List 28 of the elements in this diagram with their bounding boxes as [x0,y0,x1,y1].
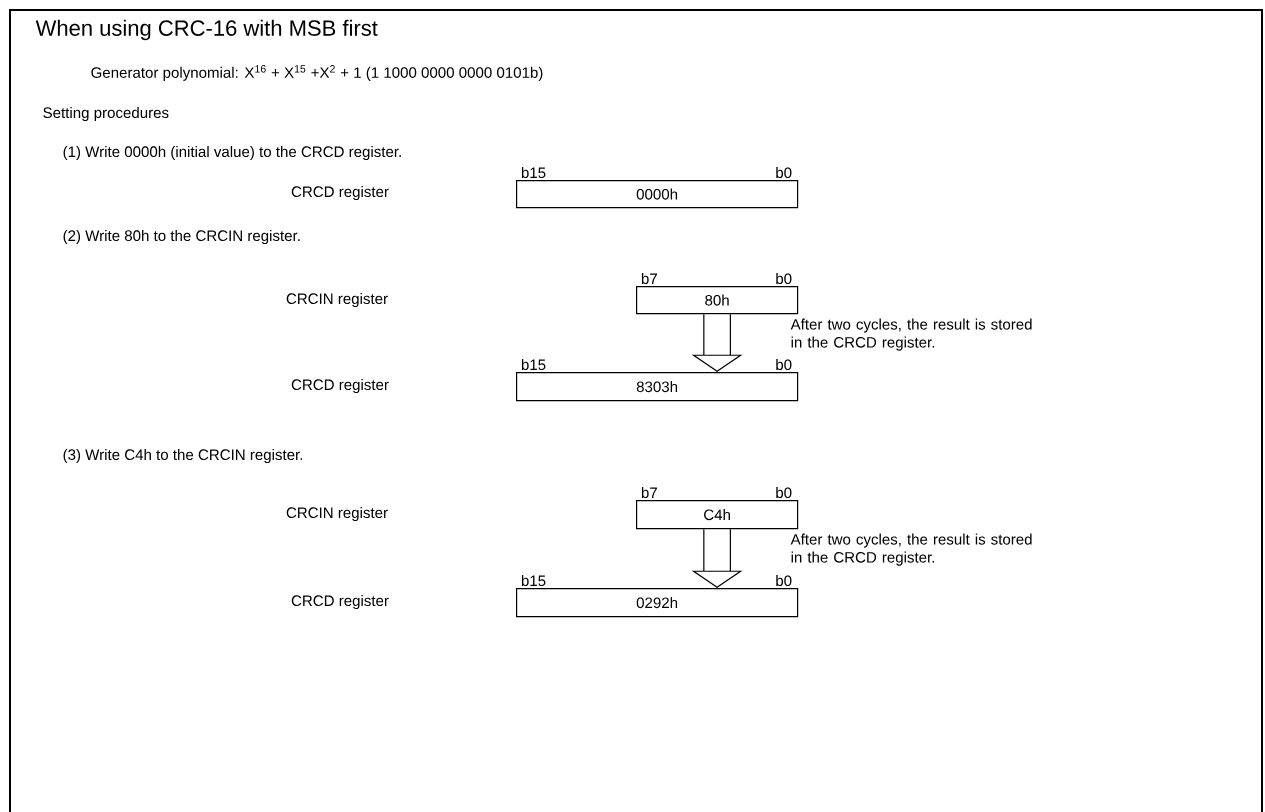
formula-text: Generator polynomial: X$^{16}$ + X$^{15}$ +X$^{2}$ + 1 (1 1000 0000 0000 0101b) [91,65,543,81]
bit-label: b15 [521,575,546,587]
register-box: 0000h [516,180,799,209]
step-text: (3) Write C4h to the CRCIN register. [63,448,303,463]
bit-label: b0 [776,359,792,371]
bit-label: b15 [521,359,546,371]
bit-label: b0 [776,575,792,587]
step-text: (2) Write 80h to the CRCIN register. [63,229,300,244]
heading: Setting procedures [43,106,169,121]
bit-label: b0 [776,487,792,499]
register-name: CRCIN register [286,506,388,521]
bit-label: b7 [641,273,657,285]
register-box: 8303h [516,372,799,402]
register-name: CRCD register [291,378,389,393]
title: When using CRC-16 with MSB first [35,19,378,41]
register-name: CRCD register [291,594,389,609]
edge-label: After two cycles, the result is stored in the CRCD register. [790,318,1032,351]
register-name: CRCIN register [286,292,388,307]
edge-label: After two cycles, the result is stored in the CRCD register. [790,533,1032,566]
register-box: 0292h [516,588,799,618]
bit-label: b7 [641,487,657,499]
register-name: CRCD register [291,185,389,200]
register-box: 80h [636,286,799,315]
bit-label: b0 [776,273,792,285]
step-text: (1) Write 0000h (initial value) to the CRCD register. [63,145,401,160]
bit-label: b15 [521,167,546,179]
bit-label: b0 [776,167,792,179]
register-box: C4h [636,500,799,530]
